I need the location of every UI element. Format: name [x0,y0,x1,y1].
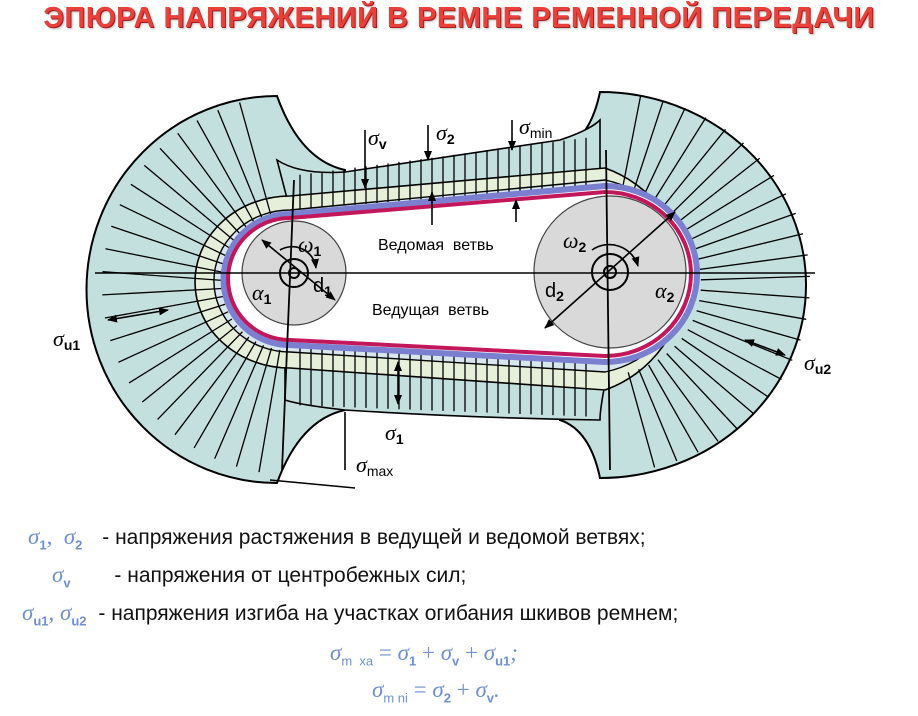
hatch-line [699,254,808,271]
hatch-line [105,248,224,274]
legend-symbol-sigma-u1: σu1 [22,600,49,629]
hatch-line [641,107,686,199]
hatch-line [141,325,238,403]
formula-sigma-max: σm xa = σ1 + σv + σu1; [330,640,518,669]
hatch-line [238,102,274,222]
hatch-line [130,183,233,251]
hatch-line [193,341,257,449]
legend-desc-centrifugal: - напряжения от центробежных сил; [114,564,467,587]
label-alpha-2: α2 [655,278,675,305]
label-d1: d1 [313,275,332,299]
label-sigma-2: σ2 [436,120,455,147]
label-omega-1: ω1 [298,232,322,259]
label-driven-branch: Ведомая ветвь [378,237,494,254]
hatch-line [669,142,744,216]
hatch-line [174,336,250,436]
label-sigma-u2: σu2 [804,350,831,377]
label-sigma-min: σmin [519,114,552,141]
d1-dimension [261,239,336,301]
hatch-line [119,204,229,258]
legend-desc-bending: - напряжения изгиба на участках огибания… [98,602,679,625]
label-driving-branch: Ведущая ветвь [372,302,489,319]
hatch-line [217,109,266,225]
page-title: ЭПЮРА НАПРЯЖЕНИЙ В РЕМНЕ РЕМЕННОЙ ПЕРЕДА… [43,2,875,34]
hatch-line [700,275,810,281]
hatch-line [687,329,782,380]
d2-dimension [544,211,676,329]
label-sigma-v: σv [368,125,387,152]
formula-sigma-min: σm ni = σ2 + σv. [372,677,500,706]
hatch-line [696,310,801,341]
hatching-branches [299,137,587,417]
hatch-line [677,157,761,224]
label-d2: d2 [545,280,564,304]
sigma-max-bottom [269,479,356,489]
legend-symbol-sigma-2: σ2 [63,524,83,553]
label-alpha-1: α1 [252,280,272,307]
hatch-line [235,347,273,467]
hatch-line [657,359,719,442]
hatch-line [700,289,810,299]
hatch-line [118,311,229,363]
hatch-line [258,349,281,473]
hatch-line [159,147,244,238]
hatch-line [660,128,727,210]
hatch-line [621,95,642,193]
hatch-line [214,345,265,459]
hatch-line [128,318,233,384]
label-sigma-u1: σu1 [53,326,80,353]
legend-row-bending: σu1, σu2 - напряжения изгиба на участках… [22,600,679,629]
omega-1-arc [279,245,319,269]
hatch-line [637,368,678,462]
legend-row-tension: σ1, σ2 - напряжения растяжения в ведущей… [28,524,646,553]
hatch-line [102,287,223,296]
legend-symbol-sigma-1: σ1 [28,524,47,553]
alpha-2-line [605,149,611,471]
hatch-line [651,117,707,204]
label-omega-2: ω2 [563,228,587,255]
legend-desc-tension: - напряжения растяжения в ведущей и ведо… [102,526,646,549]
legend-symbol-sigma-u2: σu2 [60,600,87,629]
legend-row-centrifugal: σv - напряжения от центробежных сил; [52,562,466,591]
hatch-line [631,100,664,196]
hatching-left [102,102,281,473]
hatch-line [689,193,787,241]
hatch-line [177,132,251,233]
hatch-line [674,345,755,415]
hatch-line [666,353,738,429]
hatch-line [694,212,796,250]
hatch-line [627,372,656,468]
belt-stress-diagram: σv σ2 σmin σ1 σmax σu1 σu2 ω1 ω2 α1 α2 d… [53,90,831,489]
sigma-u2-arrow [744,339,786,356]
hatch-line [699,299,807,320]
hatch-line [111,225,226,266]
hatch-line [681,337,770,398]
pulley-2 [533,195,687,349]
legend-symbol-sigma-v: σv [52,562,71,591]
hatch-line [143,164,239,244]
omega-2-arc [591,243,640,267]
label-sigma-max: σmax [356,452,393,479]
hatch-line [196,120,258,229]
sigma-u1-arrow [107,307,169,323]
hatch-line [697,233,804,260]
hatch-line [648,364,699,453]
hatch-line [157,331,243,420]
hatch-line [683,174,775,232]
label-sigma-1: σ1 [385,420,404,447]
alpha-1-line [281,179,295,471]
hatching-right [621,95,810,468]
